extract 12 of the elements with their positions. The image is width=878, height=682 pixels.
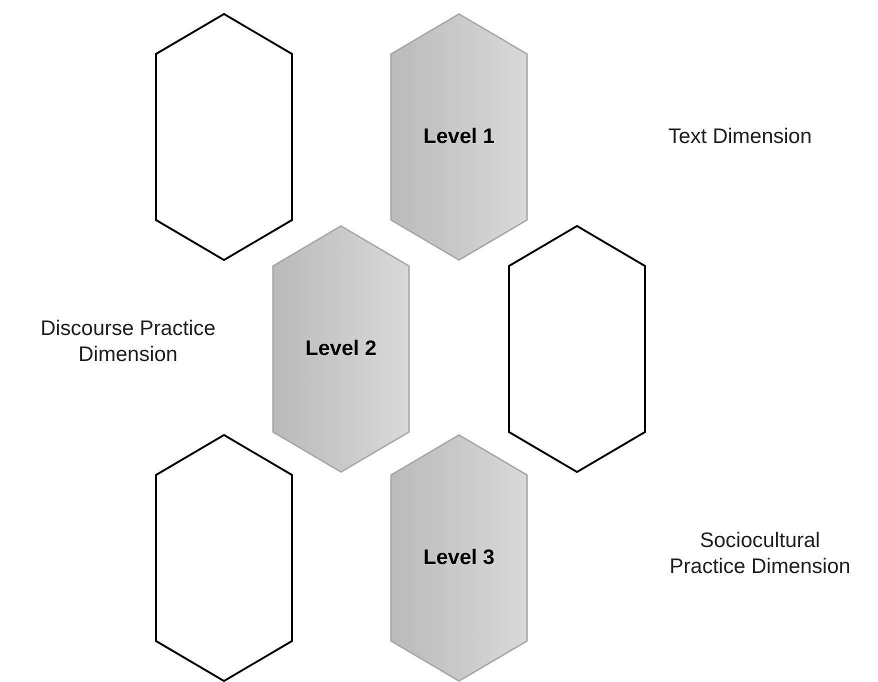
hexagon (155, 434, 293, 682)
dimension-label: Sociocultural Practice Dimension (668, 528, 852, 580)
level-label: Level 1 (423, 125, 495, 149)
level-label: Level 3 (423, 546, 495, 570)
dimension-label: Text Dimension (667, 124, 813, 150)
level-label: Level 2 (305, 337, 377, 361)
dimension-label: Discourse Practice Dimension (39, 316, 217, 368)
hexagon (390, 434, 528, 682)
hexagon (272, 225, 410, 473)
hexagon (508, 225, 646, 473)
hexagon (155, 13, 293, 261)
hexagon (390, 13, 528, 261)
